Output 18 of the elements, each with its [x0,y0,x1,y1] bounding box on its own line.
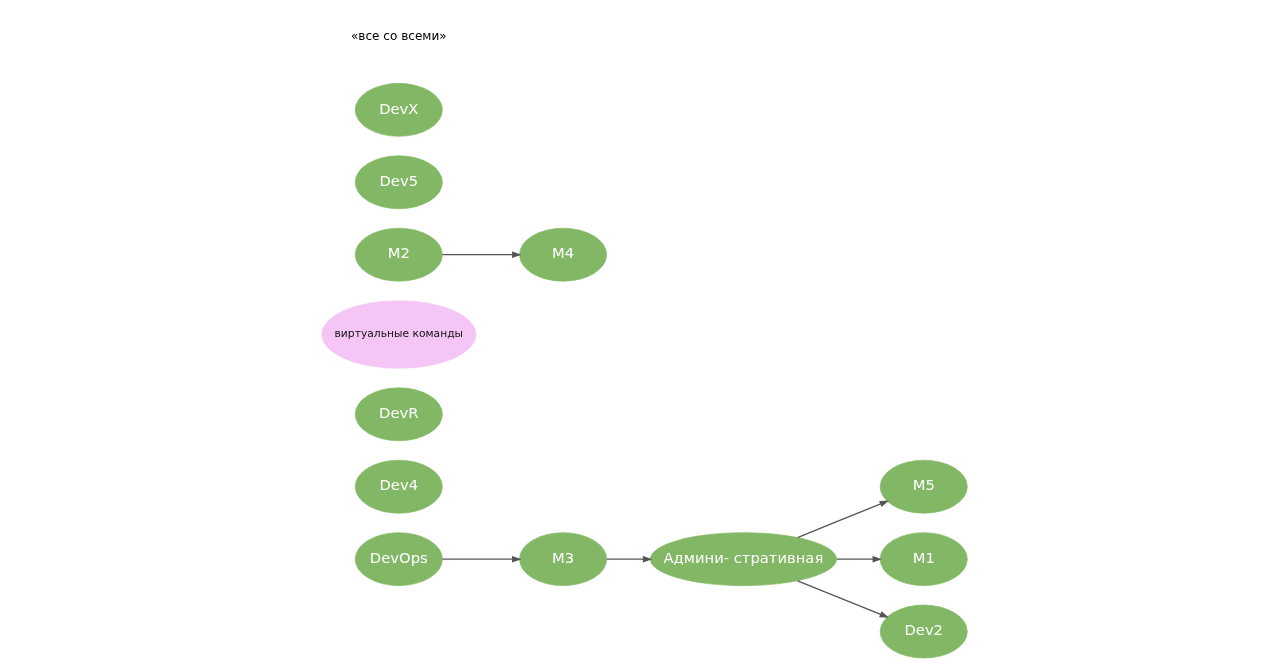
node-ellipse: виртуальные команды [320,300,476,369]
node-ellipse: DevX [354,83,443,137]
node-ellipse: M3 [518,532,607,586]
node-ellipse: Dev5 [354,155,443,210]
arrow [441,555,521,563]
arrow [441,251,521,258]
node-ellipse: M1 [879,532,968,586]
node-ellipse: Админи- стративная [649,532,837,586]
node-ellipse: DevOps [354,532,443,586]
node-ellipse: M4 [518,227,607,282]
node-ellipse: DevR [354,387,443,442]
arrow [605,555,652,563]
node-ellipse: Dev4 [354,459,443,514]
arrow [796,580,889,618]
label: «все со всеми» [350,29,447,44]
arrow [835,555,882,563]
node-ellipse: M2 [354,227,443,282]
arrow [796,500,889,539]
